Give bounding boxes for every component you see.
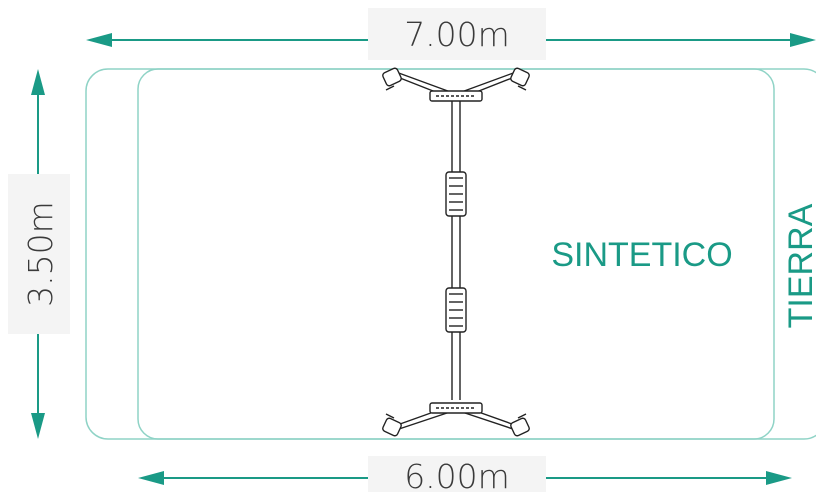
foot-top-right	[510, 67, 530, 91]
tierra-label: TIERRA	[782, 203, 816, 328]
arrow-right-icon	[766, 471, 792, 485]
height-dimension: 3.50m	[8, 69, 70, 439]
top-width-label: 7.00m	[404, 15, 510, 54]
arrow-down-icon	[31, 413, 45, 439]
swing-seat-lower	[445, 287, 467, 333]
arrow-left-icon	[86, 33, 112, 47]
inner-area-outline	[137, 68, 775, 440]
bottom-width-label: 6.00m	[404, 457, 510, 492]
height-label: 3.50m	[21, 201, 60, 307]
foot-bottom-right	[510, 413, 530, 437]
top-dimension: 7.00m	[86, 8, 816, 60]
bottom-dimension: 6.00m	[138, 456, 792, 492]
arrow-right-icon	[790, 33, 816, 47]
bottom-frame	[382, 402, 530, 437]
top-beam	[451, 100, 461, 400]
arrow-left-icon	[138, 471, 164, 485]
swing-seat-upper	[445, 171, 467, 217]
top-frame	[382, 67, 530, 102]
foot-top-left	[382, 67, 402, 91]
arrow-up-icon	[31, 69, 45, 95]
swing-structure	[382, 67, 530, 437]
sintetico-label: SINTETICO	[551, 236, 732, 274]
foot-bottom-left	[382, 413, 402, 437]
